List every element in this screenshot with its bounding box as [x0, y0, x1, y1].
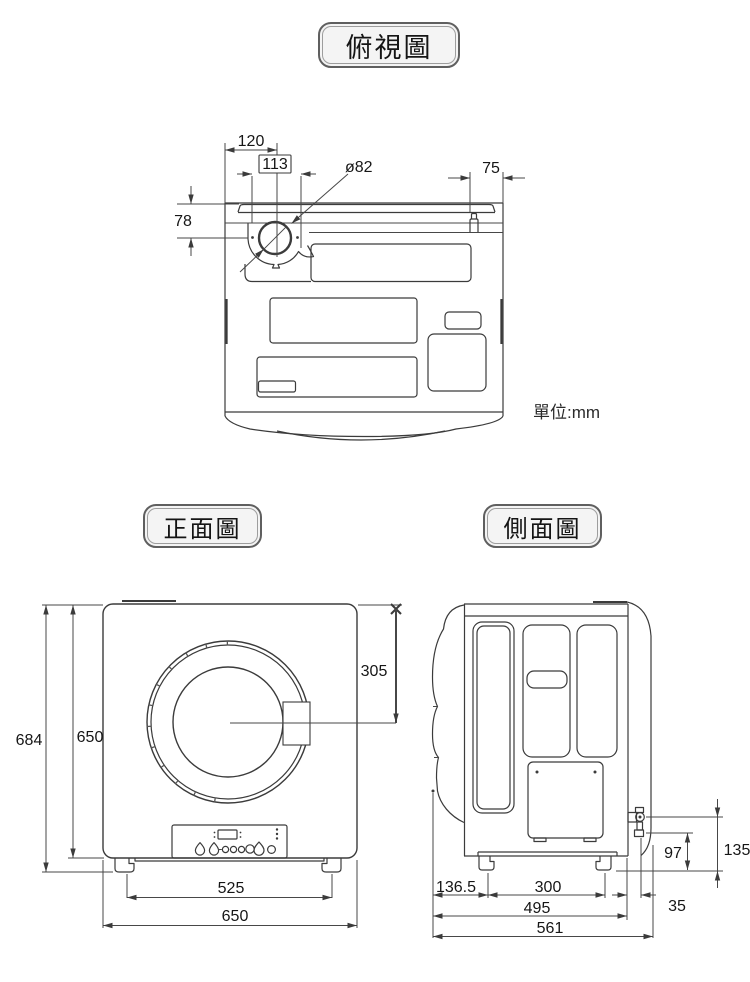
drop-icon — [253, 841, 265, 856]
right-foot — [321, 858, 342, 873]
dim-front-650-height: 650 — [77, 729, 104, 746]
control-panel — [171, 824, 288, 859]
dim-side-300: 300 — [535, 879, 562, 896]
boxed-dimension-frame — [258, 154, 292, 174]
dim-top-75: 75 — [482, 160, 500, 177]
drain-cap — [469, 212, 479, 232]
side-view-body — [431, 600, 652, 871]
dim-top-113: 113 — [262, 156, 288, 173]
back-cover-curve — [626, 601, 652, 856]
front-view-body — [102, 599, 396, 859]
door-bulge-profile — [431, 604, 465, 824]
dim-front-650-width: 650 — [222, 908, 249, 925]
top-view-drawing: 120 113 78 75 ø82 — [174, 133, 525, 441]
top-view-label-text: 俯視圖 — [322, 26, 456, 64]
side-rear-foot — [595, 856, 612, 871]
button-icon — [267, 844, 277, 854]
button-icon — [229, 845, 238, 854]
dim-front-305: 305 — [361, 663, 388, 680]
top-view-dimensions: 120 113 78 75 ø82 — [174, 133, 525, 273]
dim-front-525: 525 — [218, 880, 245, 897]
button-icon — [245, 844, 255, 854]
dim-side-136-5: 136.5 — [436, 879, 476, 896]
front-view-label-text: 正面圖 — [147, 508, 258, 544]
gas-compartment-cover — [527, 761, 604, 839]
display-icon — [217, 829, 238, 840]
dim-top-diameter: ø82 — [345, 159, 373, 176]
front-view-base — [114, 858, 342, 873]
drop-icon — [194, 842, 206, 856]
side-front-foot — [478, 856, 495, 871]
button-icon — [221, 845, 230, 854]
dim-side-561: 561 — [537, 920, 564, 937]
gas-valve — [627, 806, 645, 838]
unit-label: 單位:mm — [533, 403, 601, 422]
top-view-panels — [256, 243, 487, 398]
dim-side-97: 97 — [664, 845, 682, 862]
top-view-outline — [224, 202, 504, 441]
left-foot — [114, 858, 135, 873]
dim-top-120: 120 — [238, 133, 265, 150]
button-icon — [237, 845, 246, 854]
dim-side-135: 135 — [724, 842, 750, 859]
dim-side-495: 495 — [524, 900, 551, 917]
front-view-dimensions: 684 650 305 525 650 — [16, 603, 402, 929]
drop-icon — [208, 842, 220, 856]
exhaust-fan — [244, 220, 315, 283]
dim-side-35: 35 — [668, 898, 686, 915]
dim-top-78: 78 — [174, 213, 192, 230]
side-view-dimensions: 136.5 300 35 495 561 97 135 — [431, 789, 750, 940]
dim-front-684: 684 — [16, 732, 43, 749]
side-view-drawing: 136.5 300 35 495 561 97 135 — [431, 600, 750, 940]
front-view-label: 正面圖 — [143, 504, 262, 548]
side-view-label: 側面圖 — [483, 504, 602, 548]
side-view-label-text: 側面圖 — [487, 508, 598, 544]
top-view-label: 俯視圖 — [318, 22, 460, 68]
door-window — [172, 666, 284, 778]
exhaust-outlet-circle — [257, 220, 293, 256]
front-view-drawing: 684 650 305 525 650 — [16, 599, 402, 929]
